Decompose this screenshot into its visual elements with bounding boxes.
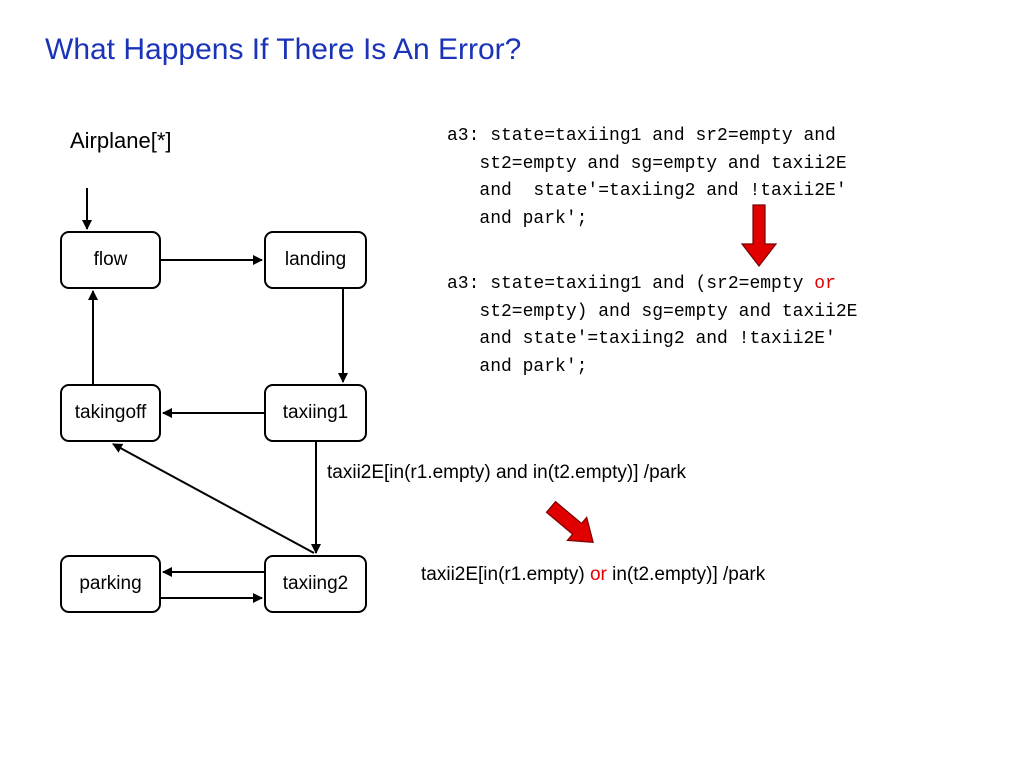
code-line: a3: state=taxiing1 and (sr2=empty or [447, 271, 1007, 299]
code-corrected: a3: state=taxiing1 and (sr2=empty or st2… [447, 271, 1007, 381]
code-line: st2=empty and sg=empty and taxii2E [447, 153, 847, 174]
state-parking-label: parking [79, 573, 142, 594]
code-line: and park'; [447, 356, 588, 377]
state-landing: landing [264, 231, 367, 289]
guard-text: in(t2.empty)] /park [606, 564, 766, 585]
state-machine-label: Airplane[*] [70, 128, 172, 153]
code-line: a3: state=taxiing1 and sr2=empty and [447, 126, 836, 146]
code-line: and park'; [447, 208, 588, 229]
guard-label-corrected: taxii2E[in(r1.empty) or in(t2.empty)] /p… [421, 564, 765, 586]
state-flow: flow [60, 231, 161, 289]
code-line: st2=empty) and sg=empty and taxii2E [447, 301, 858, 322]
red-diagonal-arrow-icon [545, 500, 594, 544]
code-highlight: or [814, 274, 836, 294]
guard-highlight: or [589, 564, 607, 585]
red-down-arrow-icon [740, 204, 778, 267]
state-taxiing2-label: taxiing2 [282, 573, 349, 594]
code-line: and state'=taxiing2 and !taxii2E' [447, 329, 836, 349]
state-takingoff: takingoff [60, 384, 161, 442]
code-text: a3: state=taxiing1 and (sr2=empty [447, 274, 815, 294]
transition-taxiing2-takingoff [112, 443, 315, 554]
code-line: and state'=taxiing2 and !taxii2E' [447, 181, 847, 201]
state-landing-label: landing [284, 249, 347, 270]
guard-label-original: taxii2E[in(r1.empty) and in(t2.empty)] /… [327, 462, 687, 483]
state-flow-label: flow [93, 249, 128, 270]
code-original: a3: state=taxiing1 and sr2=empty and st2… [447, 123, 1007, 233]
guard-text: taxii2E[in(r1.empty) [421, 564, 590, 585]
slide-title: What Happens If There Is An Error? [45, 33, 522, 66]
state-takingoff-label: takingoff [74, 402, 147, 423]
state-parking: parking [60, 555, 161, 613]
state-taxiing1-label: taxiing1 [282, 402, 349, 423]
state-taxiing1: taxiing1 [264, 384, 367, 442]
state-taxiing2: taxiing2 [264, 555, 367, 613]
